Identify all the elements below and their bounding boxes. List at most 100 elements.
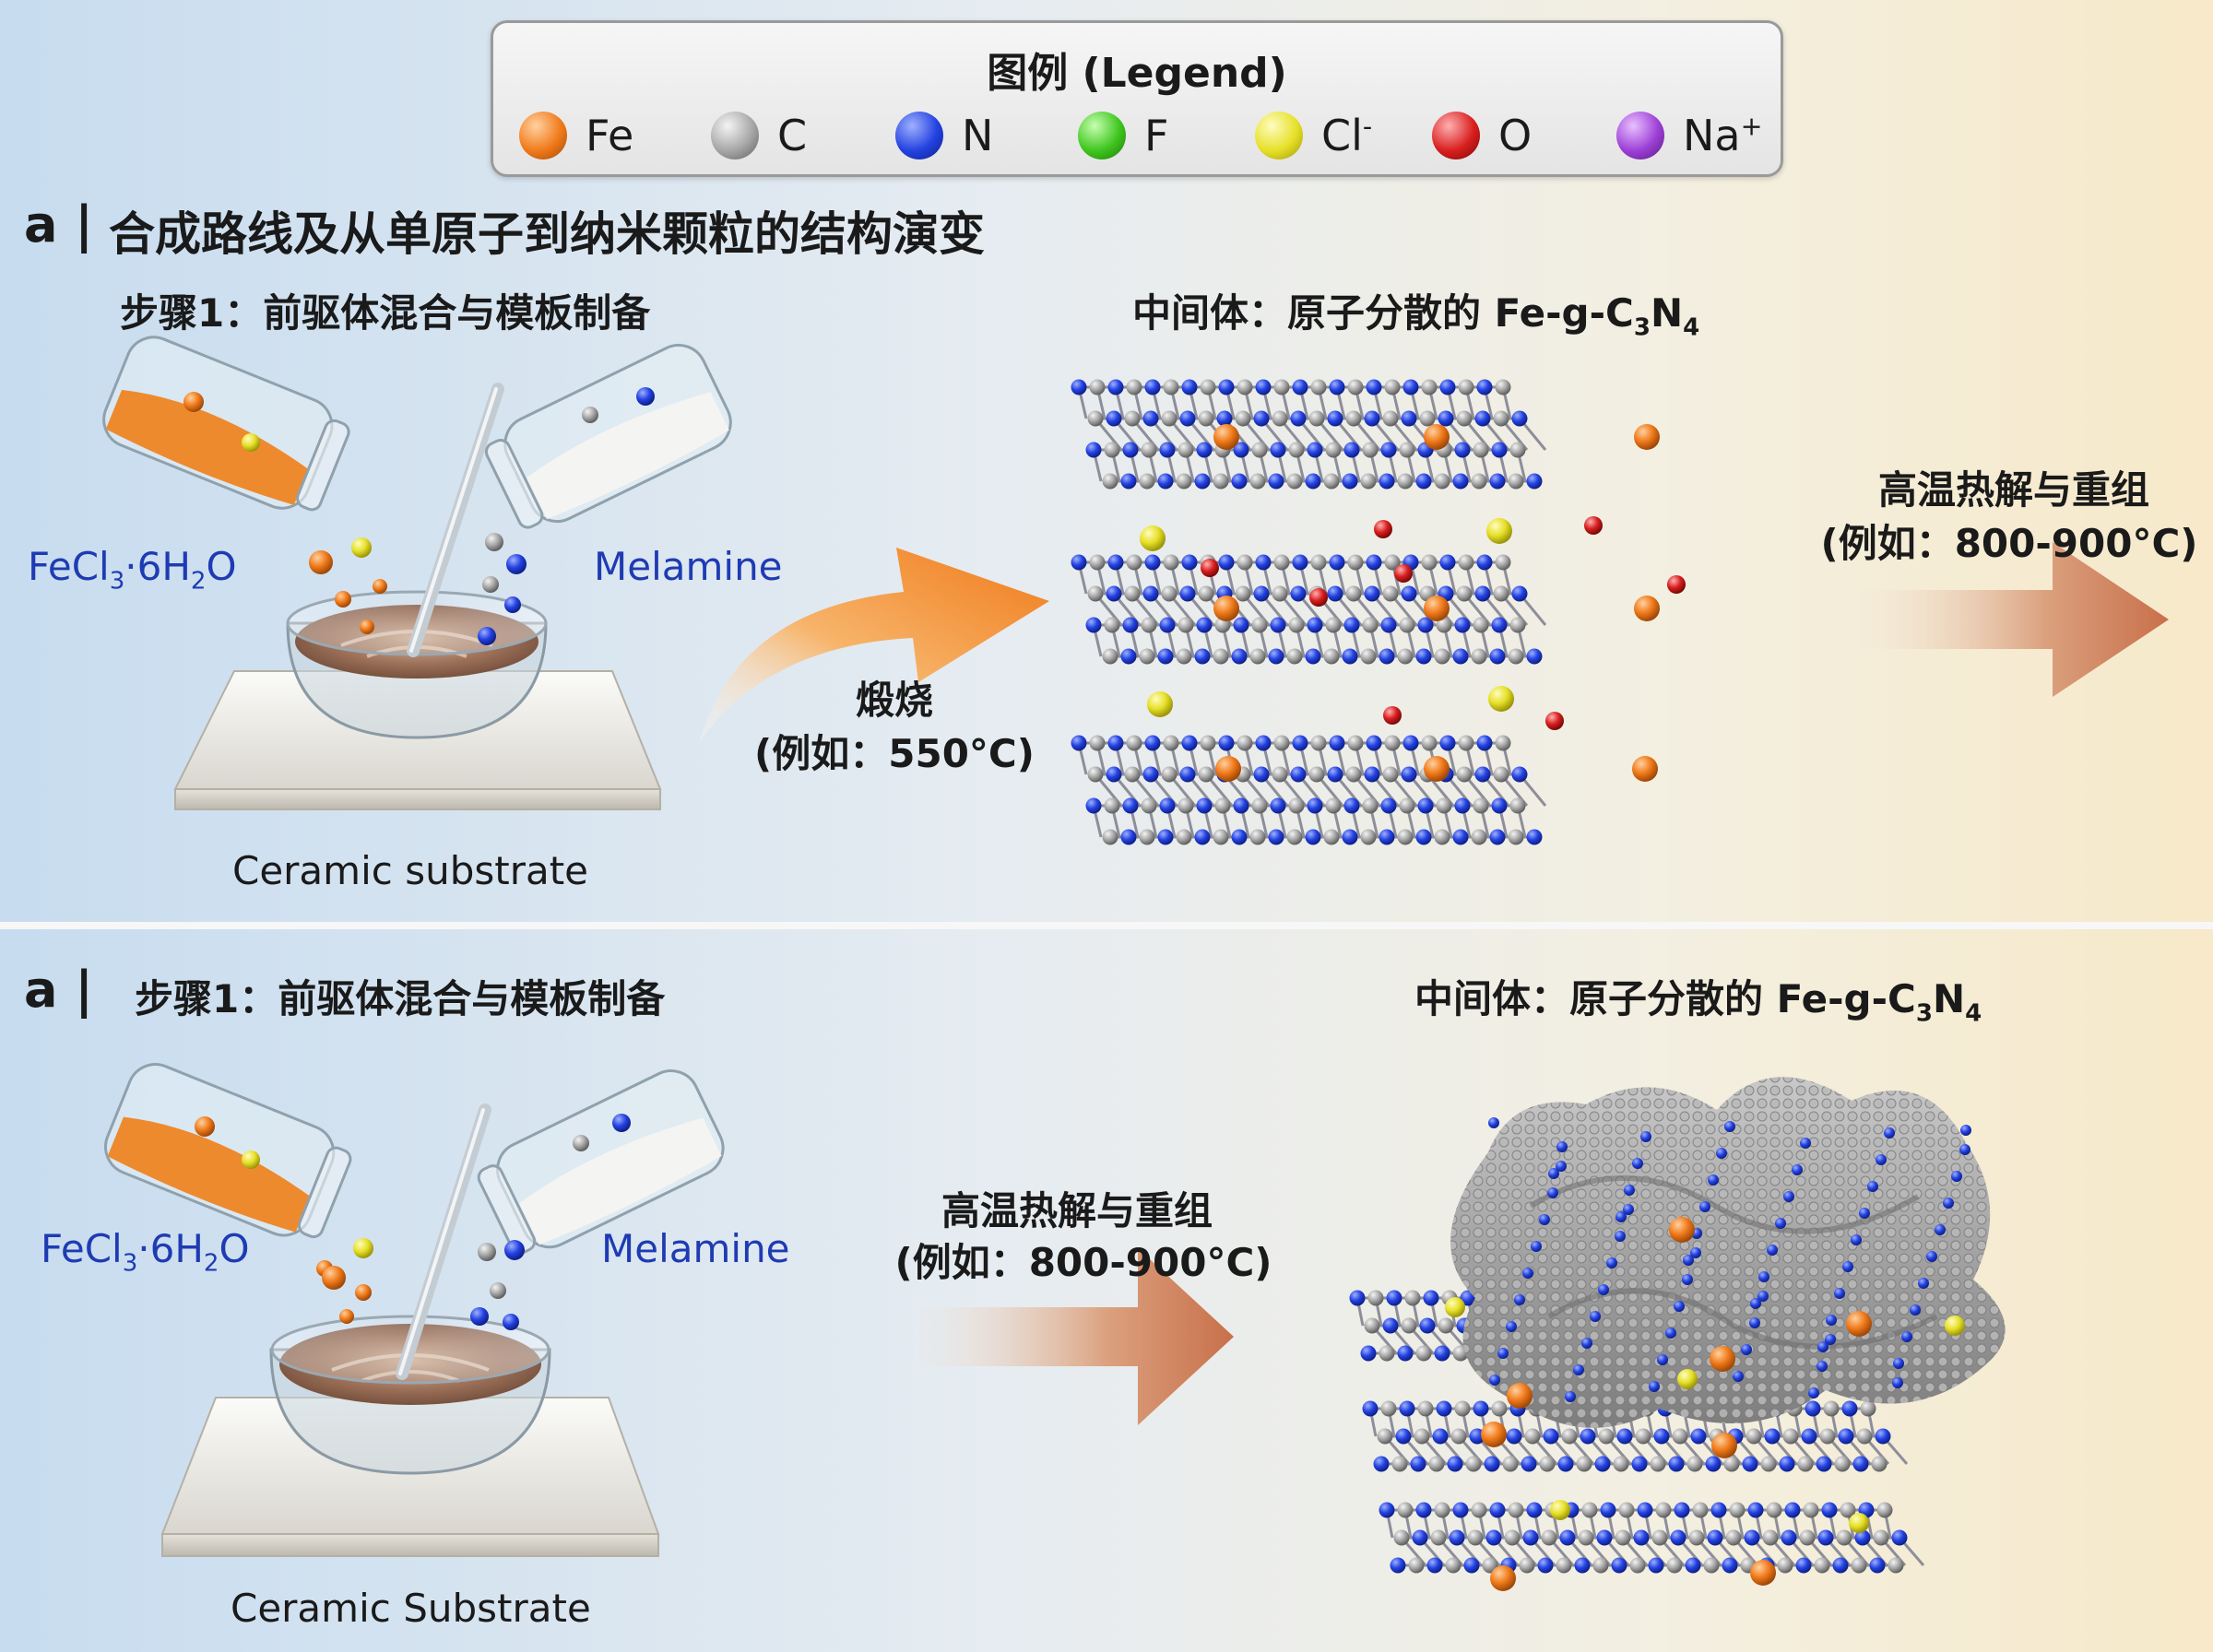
n-atom <box>1218 735 1235 751</box>
c-atom <box>1384 554 1401 571</box>
n-atom <box>1305 829 1321 845</box>
n-dopant <box>1514 1294 1525 1305</box>
n-atom <box>1144 554 1161 571</box>
n-atom <box>1107 379 1124 395</box>
n-atom <box>1439 379 1456 395</box>
n-atom <box>1343 442 1360 458</box>
n-atom <box>1685 1557 1701 1574</box>
n-atom <box>1380 797 1397 814</box>
c-atom <box>1235 585 1251 602</box>
c-atom <box>1360 648 1377 665</box>
f-atom-icon <box>1078 112 1126 159</box>
c-atom <box>1163 735 1179 751</box>
na-ion-icon <box>1616 112 1664 159</box>
fe-atom <box>1215 756 1241 782</box>
n-dopant <box>1876 1154 1887 1165</box>
c-atom <box>1458 735 1474 751</box>
n-atom <box>1255 554 1272 571</box>
n-atom <box>1838 1428 1854 1445</box>
pyrolysis-example-label-bottom: (例如：800-900°C) <box>894 1240 1272 1285</box>
c-atom <box>1834 1456 1851 1472</box>
c-atom <box>1519 1557 1535 1574</box>
n-dopant <box>1640 1131 1651 1142</box>
n-atom <box>1401 410 1417 427</box>
n-atom <box>1474 766 1491 783</box>
n-atom <box>1233 617 1249 633</box>
legend-item-fe: Fe <box>519 108 633 163</box>
c-atom <box>1310 735 1327 751</box>
c-atom <box>1509 617 1526 633</box>
n-dopant <box>1775 1218 1786 1229</box>
fe-atom <box>1213 424 1239 450</box>
c-atom <box>1308 766 1325 783</box>
n-atom <box>1120 648 1137 665</box>
n-dopant <box>1943 1198 1954 1209</box>
c-atom <box>1347 379 1364 395</box>
n-atom <box>1412 1529 1428 1546</box>
c-atom <box>1456 585 1473 602</box>
n-atom <box>1305 648 1321 665</box>
n-atom <box>1194 648 1211 665</box>
n-atom <box>1122 617 1139 633</box>
c-atom <box>1161 410 1178 427</box>
c-atom <box>1104 442 1120 458</box>
c-atom <box>1456 410 1473 427</box>
c-atom <box>1397 829 1414 845</box>
c-atom <box>1141 442 1157 458</box>
melamine-vial-top <box>484 343 732 529</box>
n-atom <box>1364 410 1380 427</box>
o-atom <box>1584 516 1603 535</box>
n-atom <box>1841 1400 1858 1417</box>
c-atom <box>1200 735 1216 751</box>
n-dopant <box>1951 1171 1962 1182</box>
c-atom <box>1288 617 1305 633</box>
n-atom <box>1452 473 1469 490</box>
c-atom <box>1851 1557 1867 1574</box>
melamine-vial-bottom <box>477 1069 725 1255</box>
c-atom <box>1286 648 1303 665</box>
n-atom <box>1816 1456 1832 1472</box>
c-atom <box>1493 585 1509 602</box>
c-atom <box>1251 617 1268 633</box>
c-atom <box>1362 442 1379 458</box>
n-atom <box>1122 797 1139 814</box>
n-atom <box>1452 1502 1469 1518</box>
c-atom <box>1377 1428 1393 1445</box>
c-atom <box>1323 473 1340 490</box>
n-atom <box>1526 829 1543 845</box>
c-atom <box>1651 1529 1668 1546</box>
c-atom <box>1087 410 1104 427</box>
c-atom <box>1445 1557 1462 1574</box>
n-atom <box>1157 829 1174 845</box>
c-atom <box>1176 829 1192 845</box>
c-atom <box>1286 473 1303 490</box>
n-atom <box>1142 766 1159 783</box>
n-atom <box>1343 617 1360 633</box>
c-atom <box>1421 735 1438 751</box>
n-dopant <box>1624 1185 1635 1196</box>
c-atom <box>1509 442 1526 458</box>
n-atom-icon <box>895 112 943 159</box>
n-atom <box>1434 1345 1450 1362</box>
pyrolysis-label-top: 高温热解与重组 <box>1877 467 2149 513</box>
n-atom <box>1432 1428 1449 1445</box>
c-atom <box>1471 1502 1487 1518</box>
n-atom <box>1379 473 1395 490</box>
n-atom <box>1452 648 1469 665</box>
n-atom <box>1491 617 1508 633</box>
c-atom <box>1458 554 1474 571</box>
n-atom <box>1779 1456 1795 1472</box>
c-atom <box>1766 1502 1782 1518</box>
n-dopant <box>1826 1315 1837 1326</box>
n-atom <box>1179 410 1196 427</box>
n-atom <box>1633 1529 1650 1546</box>
n-atom <box>1270 442 1286 458</box>
n-atom <box>1474 585 1491 602</box>
n-atom <box>1574 1557 1591 1574</box>
c-atom <box>1213 473 1229 490</box>
c-atom <box>1777 1557 1793 1574</box>
n-atom <box>1327 585 1343 602</box>
calcination-example-label: (例如：550°C) <box>754 731 1035 776</box>
n-atom <box>1506 1428 1522 1445</box>
n-atom <box>1216 410 1233 427</box>
